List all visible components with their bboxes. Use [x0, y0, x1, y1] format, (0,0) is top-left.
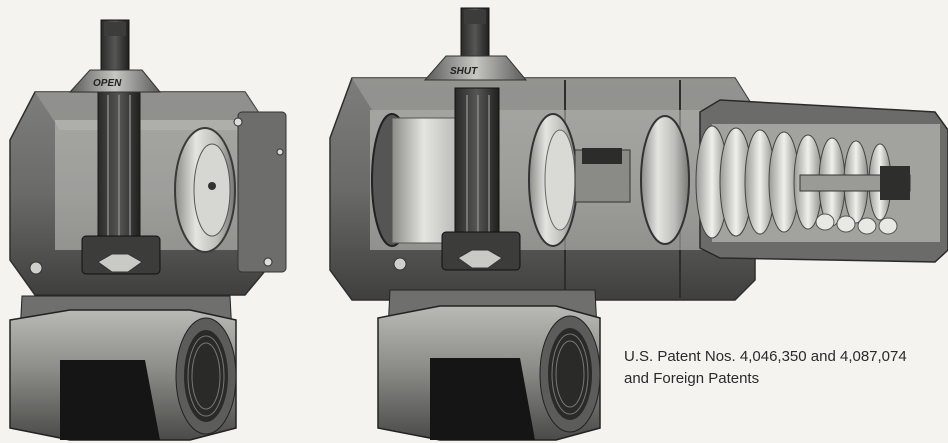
- position-indicator-dial: [68, 69, 162, 93]
- shut-indicator-label: SHUT: [450, 66, 478, 77]
- patent-line-1: U.S. Patent Nos. 4,046,350 and 4,087,074: [624, 348, 907, 365]
- mounting-screw: [29, 261, 43, 275]
- position-indicator-dial: [423, 55, 528, 81]
- mounting-screw: [393, 257, 407, 271]
- left-actuator: OPEN: [9, 19, 287, 441]
- return-spring: [695, 125, 892, 239]
- right-actuator: SHUT: [329, 7, 948, 441]
- patent-line-2: and Foreign Patents: [624, 370, 760, 387]
- patent-notice: U.S. Patent Nos. 4,046,350 and 4,087,074…: [624, 346, 944, 390]
- open-indicator-label: OPEN: [93, 78, 122, 89]
